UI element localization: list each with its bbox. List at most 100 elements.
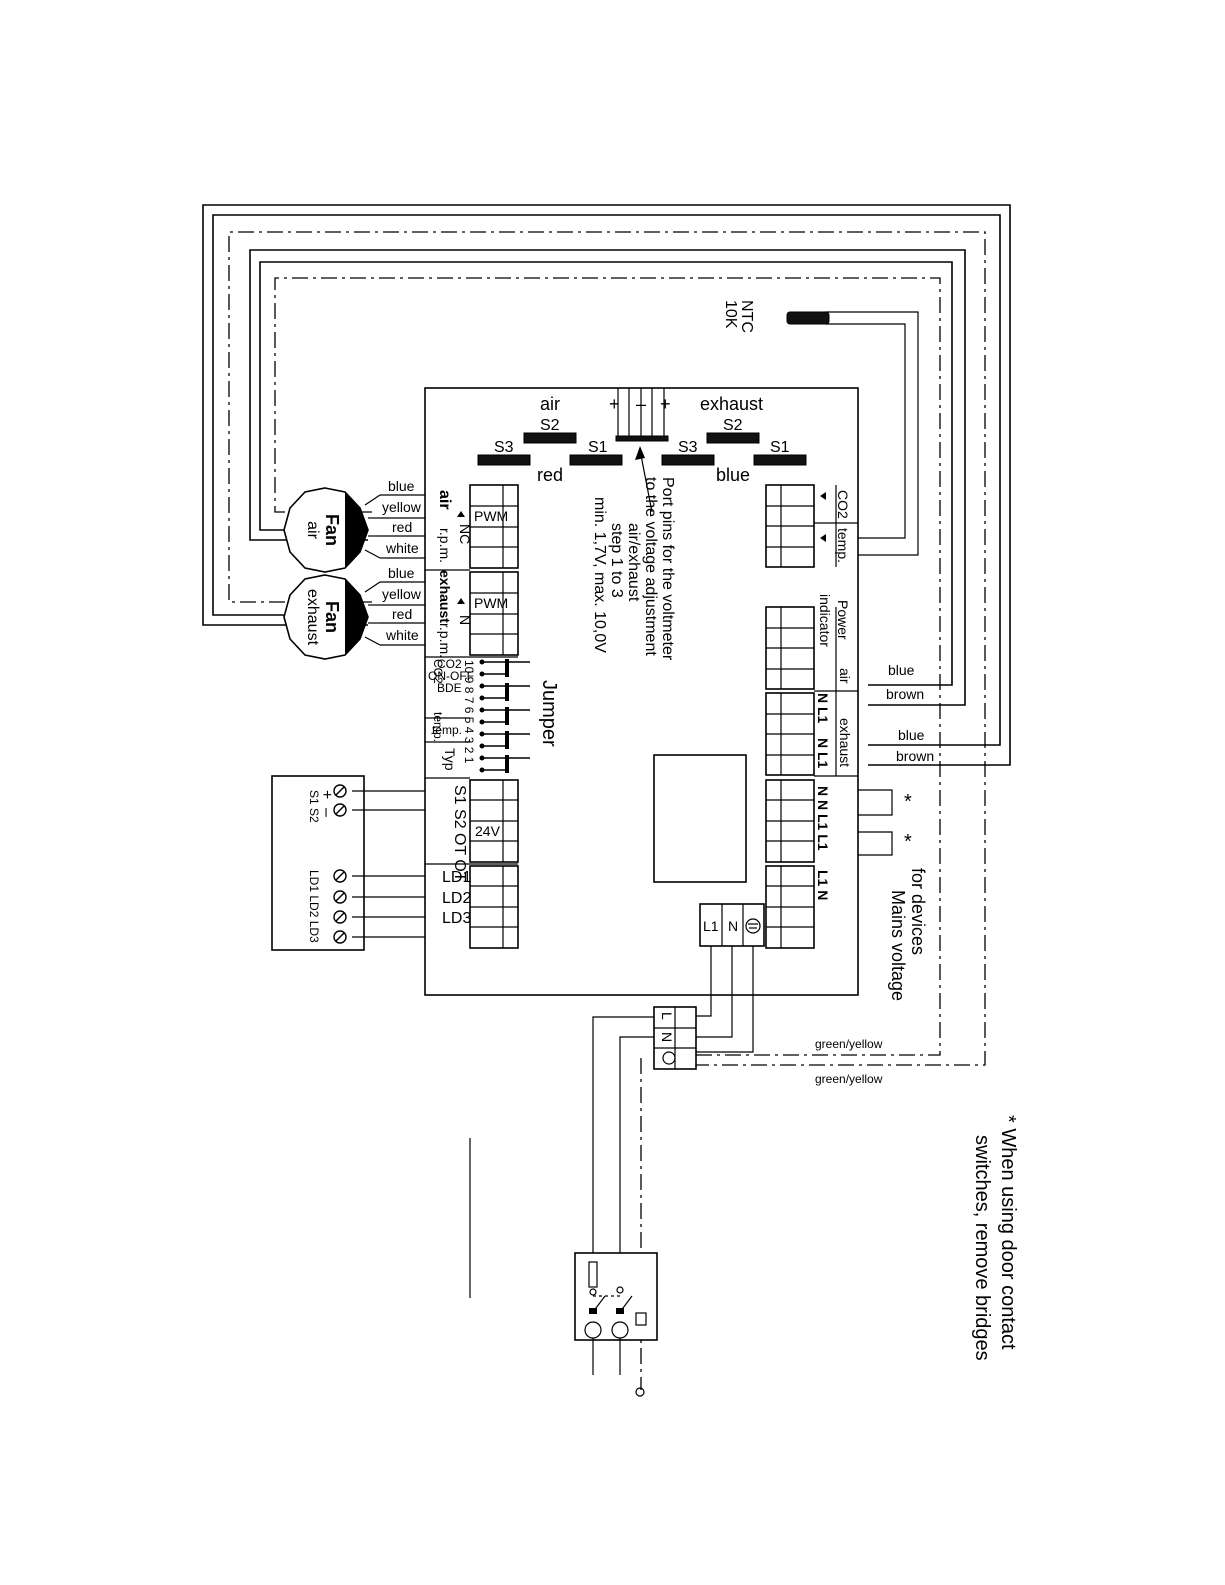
- ntc-label: NTC: [738, 300, 755, 333]
- label-temp: temp.: [835, 528, 851, 563]
- bridge-asterisk-1: *: [904, 791, 912, 813]
- supply-l: L: [659, 1012, 675, 1020]
- label-air-rpm: r.p.m.: [437, 528, 453, 563]
- voltmeter-note-line-2: to the voltage adjustment: [642, 477, 659, 656]
- jumper-row-onoff: ON-OFF: [428, 669, 474, 683]
- label-air-n-l1: N L1: [815, 693, 831, 724]
- label-pin-plus-2: +: [660, 394, 671, 414]
- label-pin-minus: –: [636, 394, 646, 414]
- ctrl-screws: [333, 784, 347, 944]
- screw-slot: [335, 786, 345, 796]
- control-unit: + – S1 S2 LD1 LD2 LD3: [271, 775, 425, 951]
- label-s2-air: S2: [540, 417, 560, 434]
- board-top-area: S3 S2 S1 S3 S2 S1 air exhaust red blue +…: [477, 388, 807, 513]
- ntc-value: 10K: [722, 300, 739, 329]
- fan-exhaust-wire-blue: blue: [388, 565, 415, 581]
- voltmeter-note: Port pins for the voltmeter to the volta…: [591, 477, 676, 661]
- pwm-air: PWM: [474, 508, 508, 524]
- label-bridge-pins: N N L1 L1: [815, 786, 831, 851]
- fan-exhaust-subtitle: exhaust: [304, 589, 321, 646]
- mains-n: N: [728, 918, 738, 934]
- screw-slot: [335, 871, 345, 881]
- ctrl-plus: +: [318, 790, 335, 799]
- label-right-exhaust: exhaust: [837, 718, 853, 767]
- label-top-red: red: [537, 465, 563, 485]
- label-indicator: indicator: [817, 594, 833, 647]
- wire-air-blue: blue: [888, 662, 915, 678]
- label-exhaust-rpm: r.p.m.: [437, 623, 453, 658]
- label-mains-1: Mains voltage: [888, 890, 908, 1001]
- ctrl-minus: –: [318, 808, 335, 817]
- ctrl-ld-labels: LD1 LD2 LD3: [307, 870, 321, 943]
- ld-terminal-block: LD1 LD2 LD3: [442, 865, 519, 949]
- ntc-sensor: NTC 10K: [722, 300, 830, 333]
- label-mains-pins: L1 N: [815, 870, 831, 900]
- footnote: * When using door contact switches, remo…: [971, 1115, 1019, 1361]
- label-air: air: [436, 490, 453, 510]
- s-terminal-block: 24V S1 S2 OT OT: [425, 779, 519, 882]
- main-switch: [574, 1252, 658, 1397]
- fan-exhaust-wire-red: red: [392, 606, 412, 622]
- label-ld3: LD3: [442, 910, 471, 927]
- label-co2: CO2: [835, 490, 851, 519]
- fan-air-subtitle: air: [304, 521, 321, 539]
- label-pin-plus-1: +: [609, 394, 620, 414]
- mains-l1: L1: [703, 918, 719, 934]
- pwm-exhaust: PWM: [474, 595, 508, 611]
- right-terminals: CO2 temp. Power indicator air N L1 exha: [765, 484, 928, 1001]
- jumper-row-co2-h: CO2: [437, 657, 462, 671]
- screw-slot: [335, 932, 345, 942]
- bridge-asterisk-2: *: [904, 831, 912, 853]
- voltmeter-note-line-1: Port pins for the voltmeter: [659, 477, 676, 661]
- label-exhaust: exhaust: [437, 570, 453, 623]
- label-s1-exhaust: S1: [770, 439, 790, 456]
- label-n: N: [457, 615, 473, 625]
- fan-air: Fan air blue yellow red white: [283, 478, 425, 573]
- screw-slot: [335, 892, 345, 902]
- label-ld1: LD1: [442, 869, 471, 886]
- label-power: Power: [835, 600, 851, 640]
- voltmeter-note-line-3: air/exhaust: [625, 523, 642, 602]
- jumper-title: Jumper: [538, 680, 560, 747]
- wire-air-brown: brown: [886, 686, 924, 702]
- label-s3-air: S3: [494, 439, 514, 456]
- screw-slot: [335, 912, 345, 922]
- label-s1-air: S1: [588, 439, 608, 456]
- jumper-block: CO2 temp. CO2 ON-OFF BDE temp. Typ 10 9 …: [425, 657, 560, 779]
- footnote-line-2: switches, remove bridges: [971, 1135, 993, 1361]
- left-terminals: PWM PWM air NC r.p.m. exhaust N r.p.m.: [425, 484, 519, 658]
- jumper-pins: [479, 659, 530, 773]
- label-exhaust-n-l1: N L1: [815, 738, 831, 769]
- label-top-blue: blue: [716, 465, 750, 485]
- jumper-row-bde: BDE: [437, 681, 462, 695]
- label-s2-exhaust: S2: [723, 417, 743, 434]
- fan-air-wire-white: white: [385, 540, 419, 556]
- fan-air-wire-red: red: [392, 519, 412, 535]
- wire-exhaust-blue: blue: [898, 727, 925, 743]
- wire-exhaust-brown: brown: [896, 748, 934, 764]
- ctrl-s-labels: S1 S2: [307, 790, 321, 823]
- mains-terminal-board: L1 N L N green/yellow green/yellow: [592, 903, 883, 1390]
- voltmeter-note-line-5: min. 1,7V, max. 10,0V: [591, 497, 608, 653]
- label-s1s2otot: S1 S2 OT OT: [451, 785, 468, 882]
- right-wire-labels: blue brown blue brown * *: [886, 662, 934, 853]
- fan-exhaust-wire-white: white: [385, 627, 419, 643]
- fan-exhaust-title: Fan: [322, 601, 342, 633]
- controller-chip: [653, 754, 747, 883]
- label-mains-2: for devices: [908, 868, 928, 955]
- jumper-row-temp-h: temp.: [432, 723, 462, 737]
- label-24v: 24V: [475, 823, 501, 839]
- voltmeter-note-line-4: step 1 to 3: [608, 523, 625, 598]
- label-nc: NC: [457, 524, 473, 544]
- fan-air-title: Fan: [322, 514, 342, 546]
- supply-n: N: [659, 1032, 675, 1042]
- label-top-air: air: [540, 394, 560, 414]
- screw-slot: [335, 805, 345, 815]
- fan-exhaust: Fan exhaust blue yellow red white: [283, 565, 425, 660]
- jumper-row-typ: Typ: [442, 748, 458, 771]
- gy-label-1: green/yellow: [815, 1037, 883, 1051]
- label-ld2: LD2: [442, 890, 471, 907]
- fan-air-wire-yellow: yellow: [382, 499, 422, 515]
- label-s3-exhaust: S3: [678, 439, 698, 456]
